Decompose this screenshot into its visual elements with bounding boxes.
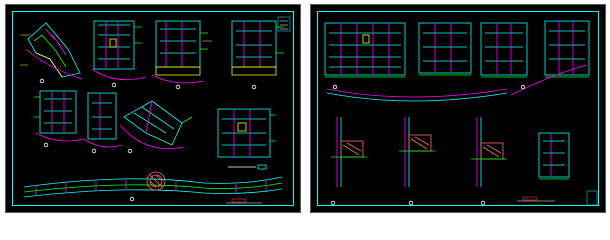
plan-detail-2 [91, 20, 147, 88]
sheet-border-frame [317, 11, 599, 206]
plan-detail-c [480, 22, 528, 78]
elevation-strip [23, 171, 283, 202]
floor-plan-drawings-right [324, 20, 598, 206]
plan-detail-1 [25, 22, 83, 84]
floor-plan-drawings-left [20, 16, 291, 204]
title-block-left [277, 16, 291, 32]
curved-arc-footing [326, 64, 588, 102]
section-detail-1 [330, 117, 367, 206]
plan-detail-6 [83, 92, 123, 154]
plan-detail-3 [151, 20, 208, 90]
section-detail-2 [399, 117, 435, 206]
plan-detail-b [418, 22, 472, 76]
sheet-caption-left [226, 198, 262, 204]
section-detail-3 [471, 117, 507, 206]
plan-detail-e [538, 132, 570, 180]
plan-detail-7 [119, 100, 193, 154]
title-block-right [586, 190, 598, 206]
sheet-border-frame [12, 11, 294, 206]
plan-detail-d [544, 20, 590, 78]
drawing-sheet-right [310, 4, 606, 213]
plan-detail-a [324, 22, 406, 90]
plan-detail-5 [34, 90, 85, 148]
plan-detail-8 [217, 108, 276, 170]
drawing-sheet-left [5, 4, 301, 213]
grid-axes-left [20, 34, 212, 66]
sheet-caption-right [517, 196, 555, 202]
plan-detail-4 [231, 20, 284, 90]
